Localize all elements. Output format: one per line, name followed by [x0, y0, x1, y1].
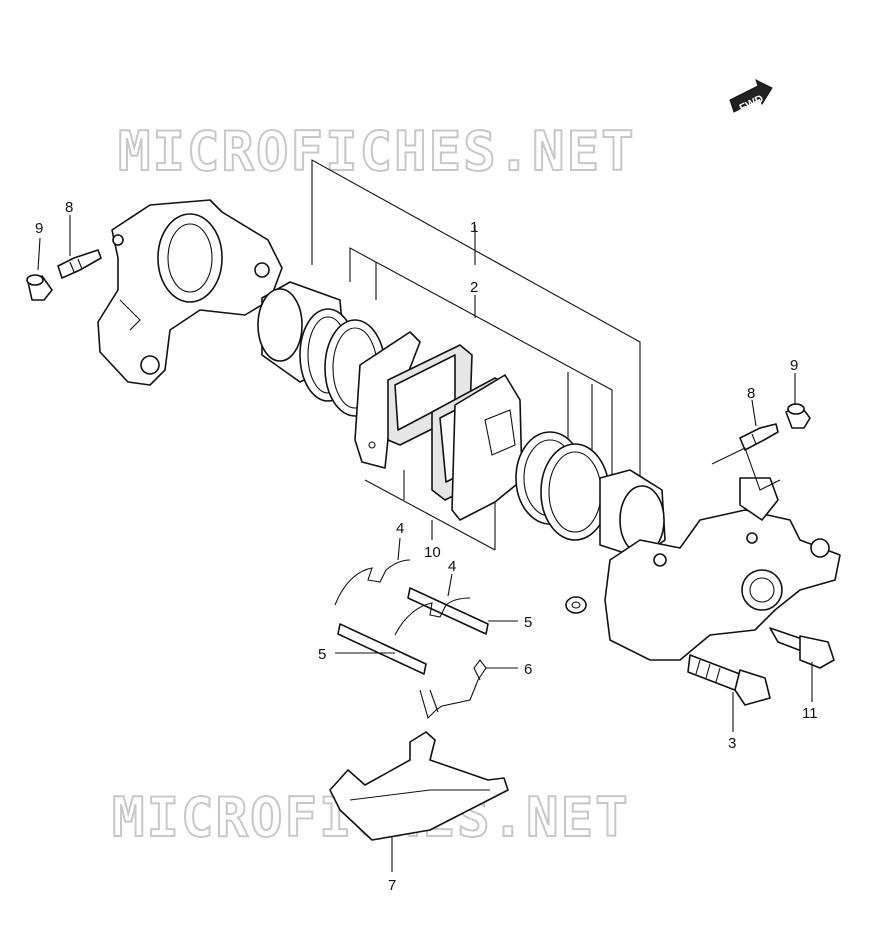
watermark-top: MICROFICHES.NET	[118, 120, 636, 183]
pad-pin-upper	[407, 587, 489, 635]
pin-clip-left	[334, 559, 411, 606]
callout-6: 6	[524, 661, 532, 678]
piston-right	[599, 469, 666, 559]
callout-leaders	[37, 215, 813, 872]
pad-spring-6	[419, 659, 487, 720]
fwd-arrow-icon: FWD	[729, 79, 773, 115]
caliper-body-left	[97, 199, 283, 386]
callout-8-right: 8	[747, 385, 755, 402]
caliper-bolt-11	[769, 627, 835, 669]
bleeder-leader-line	[711, 447, 781, 491]
callout-5-left: 5	[318, 646, 326, 663]
callout-5-right: 5	[524, 614, 532, 631]
bleeder-screw-right	[739, 423, 779, 451]
oring-washer	[565, 596, 587, 614]
callout-8-left: 8	[65, 199, 73, 216]
callout-1: 1	[470, 219, 478, 236]
callout-3: 3	[728, 735, 736, 752]
pin-clip-right	[394, 597, 471, 636]
assembly-bracket-lines	[311, 159, 641, 551]
pad-shim-right	[451, 374, 523, 521]
callout-7: 7	[388, 877, 396, 894]
bleeder-cap-right	[785, 403, 811, 429]
caliper-body-right	[604, 477, 841, 661]
bleeder-screw-left	[57, 249, 102, 279]
callout-4-left: 4	[396, 520, 404, 537]
callout-9-left: 9	[35, 220, 43, 237]
callout-10: 10	[424, 544, 441, 561]
pad-cover-7	[329, 731, 509, 841]
callout-4-right: 4	[448, 558, 456, 575]
piston-seals-right	[515, 431, 610, 541]
bleeder-cap-left	[26, 274, 53, 301]
pad-pin-lower	[337, 623, 427, 675]
callout-2: 2	[470, 279, 478, 296]
callout-11: 11	[802, 705, 818, 722]
caliper-bolt-3	[687, 654, 771, 706]
callout-9-right: 9	[790, 357, 798, 374]
